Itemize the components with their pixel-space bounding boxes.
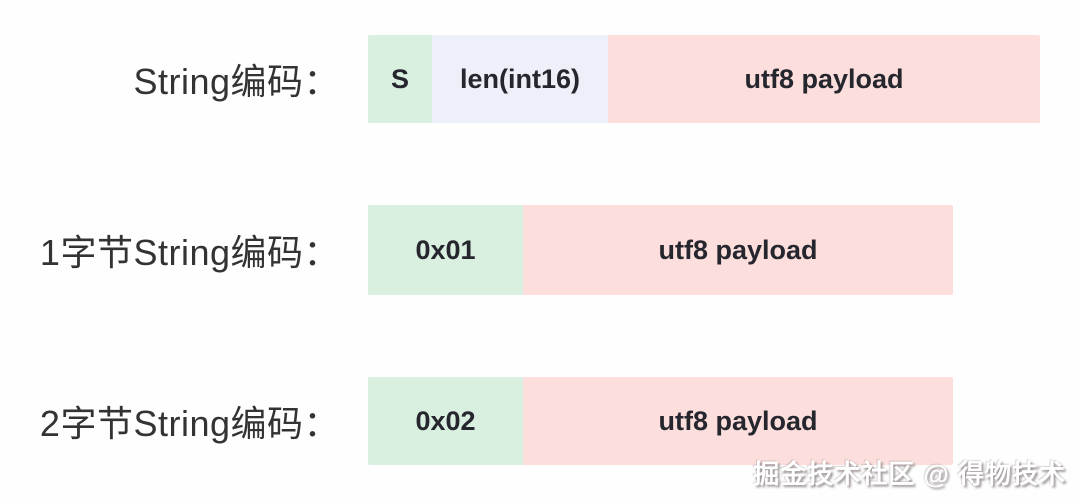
segment-type-flag: S bbox=[368, 35, 432, 123]
row-label-1byte-string-encoding: 1字节String编码： bbox=[39, 232, 340, 273]
row-label-string-encoding: String编码： bbox=[133, 61, 340, 102]
encoding-row-2byte-string: 2字节String编码： 0x02 utf8 payload bbox=[0, 377, 953, 465]
row-label-2byte-string-encoding: 2字节String编码： bbox=[39, 403, 340, 444]
segment-marker-0x02: 0x02 bbox=[368, 377, 523, 465]
byte-layout-2byte: 0x02 utf8 payload bbox=[368, 377, 953, 465]
byte-layout-string: S len(int16) utf8 payload bbox=[368, 35, 1040, 123]
watermark-text: 掘金技术社区 @ 得物技术 bbox=[753, 459, 1066, 489]
segment-utf8-payload: utf8 payload bbox=[523, 377, 953, 465]
encoding-row-1byte-string: 1字节String编码： 0x01 utf8 payload bbox=[0, 205, 953, 295]
segment-marker-0x01: 0x01 bbox=[368, 205, 523, 295]
encoding-row-string: String编码： S len(int16) utf8 payload bbox=[0, 35, 1040, 123]
byte-layout-1byte: 0x01 utf8 payload bbox=[368, 205, 953, 295]
segment-utf8-payload: utf8 payload bbox=[523, 205, 953, 295]
segment-length-field: len(int16) bbox=[432, 35, 608, 123]
segment-utf8-payload: utf8 payload bbox=[608, 35, 1040, 123]
